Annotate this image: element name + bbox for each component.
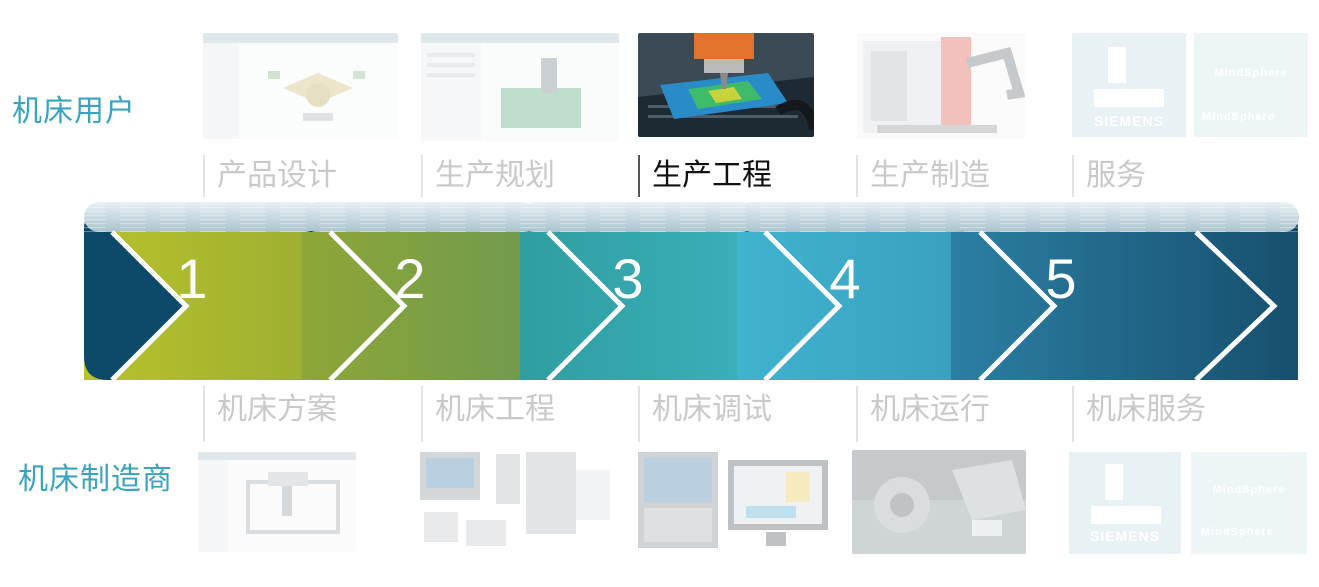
- mindsphere-logo-text: MindSphere: [1194, 67, 1308, 79]
- stage-3-number: 3: [612, 247, 643, 310]
- mindsphere-caption: MindSphere: [1191, 526, 1307, 538]
- machine-maker-row-label: 机床制造商: [18, 454, 173, 498]
- stage-4-number: 4: [829, 247, 860, 310]
- manufacturing-thumbnail: [857, 33, 1025, 139]
- machine-user-row-label: 机床用户: [12, 86, 136, 130]
- stage-4-maker-label: 机床运行: [856, 386, 990, 442]
- stage-5-maker-label: 机床服务: [1072, 386, 1206, 442]
- stage-2-maker-label: 机床工程: [421, 386, 555, 442]
- mindsphere-tile-bottom: MindSphere MindSphere: [1191, 452, 1307, 554]
- production-planning-thumbnail: [421, 33, 619, 141]
- machine-operation-thumbnail: [852, 450, 1026, 554]
- stage-2-number: 2: [394, 247, 425, 310]
- process-ribbon: 1 2 3 4 5: [0, 190, 1319, 390]
- machine-concept-thumbnail: [198, 452, 356, 552]
- mindsphere-logo-text: MindSphere: [1191, 484, 1307, 496]
- workpiece-icon: [1094, 89, 1164, 107]
- production-engineering-thumbnail: [638, 33, 814, 137]
- workpiece-icon: [1091, 506, 1161, 524]
- stage-1-number: 1: [176, 247, 207, 310]
- siemens-logo-text: SIEMENS: [1069, 528, 1181, 544]
- stage-1-maker-label: 机床方案: [203, 386, 337, 442]
- siemens-tile-top: SIEMENS: [1072, 33, 1186, 137]
- siemens-tile-bottom: SIEMENS: [1069, 452, 1181, 554]
- ribbon-top-texture: [84, 202, 1298, 232]
- machine-engineering-thumbnail: [416, 450, 614, 554]
- drill-icon: [1108, 47, 1126, 83]
- drill-icon: [1105, 464, 1123, 500]
- product-design-thumbnail: [203, 33, 398, 139]
- machine-commissioning-thumbnail: [636, 450, 832, 554]
- stage-3-maker-label: 机床调试: [638, 386, 772, 442]
- mindsphere-tile-top: MindSphere MindSphere: [1194, 33, 1308, 137]
- siemens-logo-text: SIEMENS: [1072, 113, 1186, 129]
- stage-5-number: 5: [1045, 247, 1076, 310]
- mindsphere-caption: MindSphere: [1194, 111, 1308, 123]
